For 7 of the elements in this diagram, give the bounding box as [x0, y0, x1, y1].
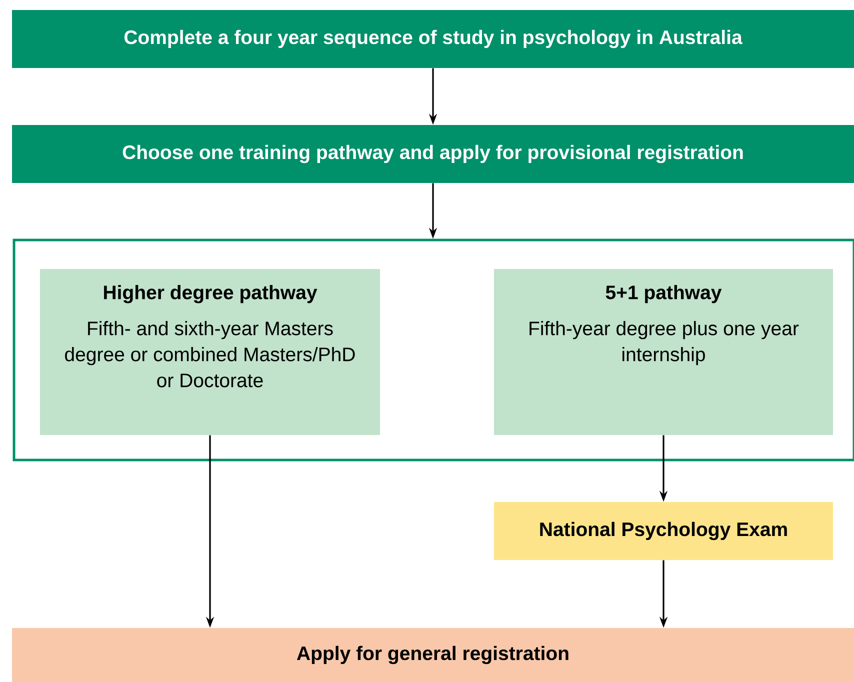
pathway-box: 5+1 pathway Fifth-year degree plus one year internship — [494, 269, 833, 435]
exam-box: National Psychology Exam — [494, 502, 833, 560]
pathway-box: Higher degree pathway Fifth- and sixth-year Masters degree or combined Masters/PhD or Doctorate — [40, 269, 380, 435]
pathway-frame — [12, 238, 854, 462]
step-banner: Choose one training pathway and apply for provisional registration — [12, 125, 854, 183]
step-banner: Complete a four year sequence of study in psychology in Australia — [12, 10, 854, 68]
final-step-banner: Apply for general registration — [12, 628, 854, 682]
